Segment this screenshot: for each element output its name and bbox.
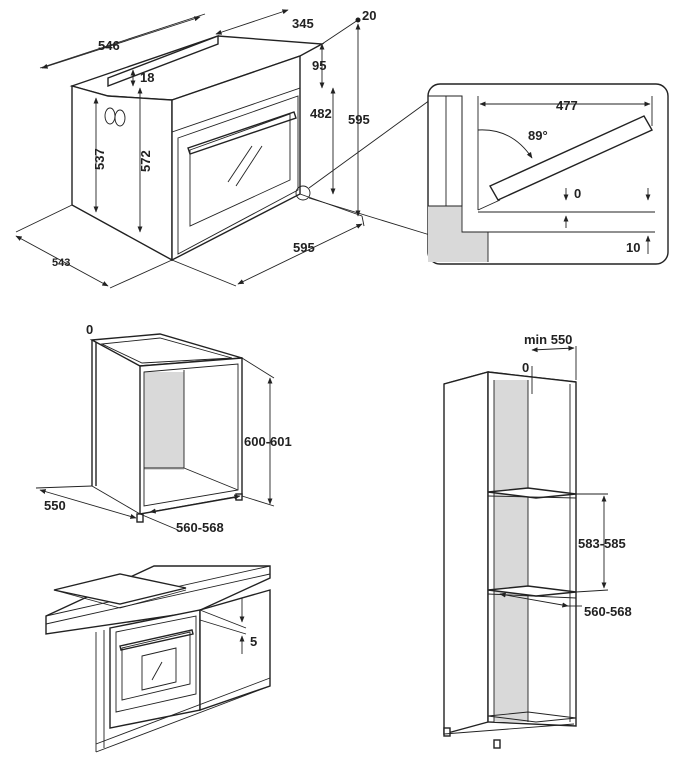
open-door	[489, 115, 653, 201]
dim-595-vertical: 595	[348, 112, 370, 127]
dim-345: 345	[292, 16, 314, 31]
oven-left-side	[71, 85, 173, 262]
dim-min-550: min 550	[524, 332, 572, 347]
dim-550-cabinet: 550	[44, 498, 66, 513]
dim-560-568-cabinet: 560-568	[176, 520, 224, 535]
dim-0-column: 0	[522, 360, 529, 375]
door-detail: 89° 477 0 10	[427, 83, 669, 265]
dim-477: 477	[556, 98, 578, 113]
dim-546: 546	[98, 38, 120, 53]
hob-installation: 5	[45, 565, 271, 753]
dim-10-detail: 10	[626, 240, 640, 255]
dim-543: 543	[52, 257, 70, 269]
oven-control-strip	[171, 55, 301, 133]
dim-20: 20	[362, 8, 376, 23]
dim-18: 18	[140, 70, 154, 85]
oven-drawing: 546 345 20 18 95 482 595 537 572 543	[15, 8, 431, 289]
hob	[53, 573, 187, 605]
column-left-side	[443, 371, 489, 735]
dim-482: 482	[310, 106, 332, 121]
column-cabinet: min 550 0 583-585 560-568	[443, 332, 632, 749]
dim-537: 537	[92, 148, 107, 170]
oven-handle	[187, 111, 297, 155]
dim-560-568-column: 560-568	[584, 604, 632, 619]
dim-595-horizontal: 595	[293, 240, 315, 255]
dim-0-detail: 0	[574, 186, 581, 201]
detail-circle	[295, 185, 311, 201]
under-counter-cabinet: 0 600-601 550 560-568	[35, 322, 292, 535]
dim-600-601: 600-601	[244, 434, 292, 449]
dim-0-cabinet: 0	[86, 322, 93, 337]
dim-95: 95	[312, 58, 326, 73]
countertop	[45, 565, 271, 635]
dim-583-585: 583-585	[578, 536, 626, 551]
angle-89: 89°	[528, 128, 548, 143]
oven-window	[189, 113, 291, 227]
dim-5: 5	[250, 634, 257, 649]
oven-door	[177, 95, 299, 255]
dim-572: 572	[138, 150, 153, 172]
